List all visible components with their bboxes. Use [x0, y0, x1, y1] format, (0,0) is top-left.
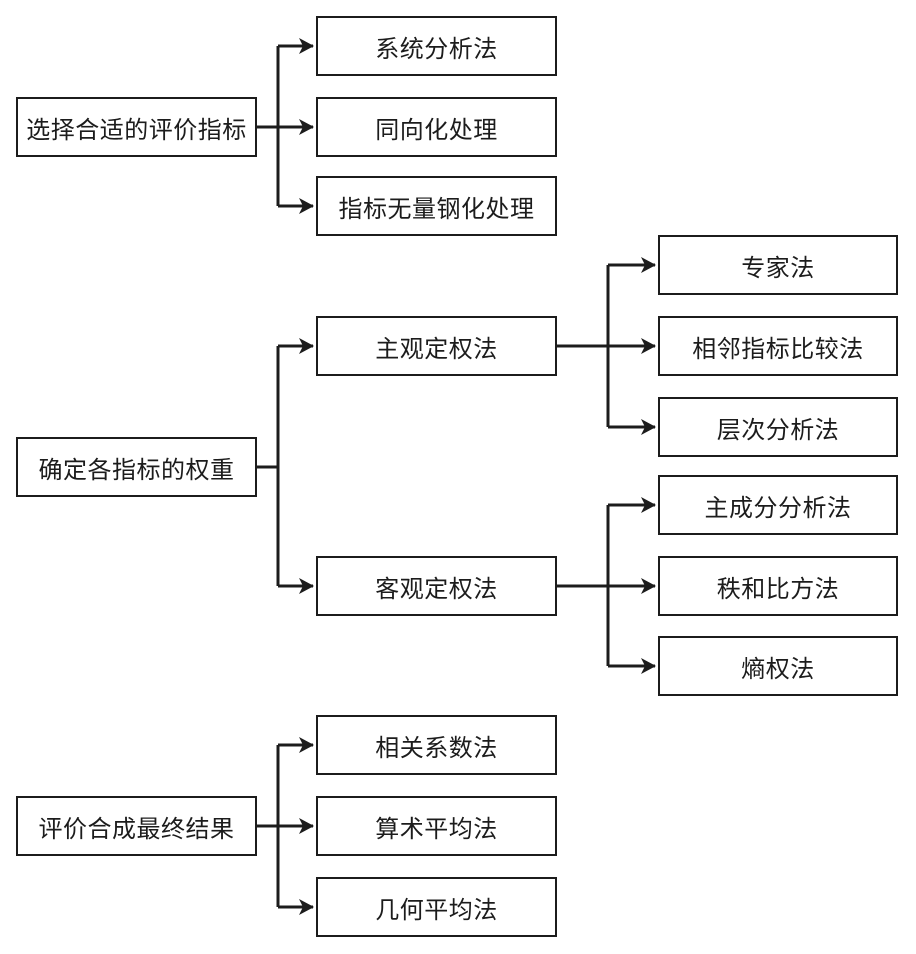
node-arithmetic-mean-method: 算术平均法 [316, 796, 557, 856]
node-codirectional-processing: 同向化处理 [316, 97, 557, 157]
node-ahp-method: 层次分析法 [658, 397, 898, 457]
node-objective-weighting-method: 客观定权法 [316, 556, 557, 616]
node-determine-indicator-weights: 确定各指标的权重 [16, 437, 257, 497]
node-expert-method: 专家法 [658, 235, 898, 295]
node-correlation-coefficient-method: 相关系数法 [316, 715, 557, 775]
node-adjacent-indicator-comparison-method: 相邻指标比较法 [658, 316, 898, 376]
node-pca-method: 主成分分析法 [658, 475, 898, 535]
node-evaluation-synthesis-final-result: 评价合成最终结果 [16, 796, 257, 856]
node-system-analysis-method: 系统分析法 [316, 16, 557, 76]
node-entropy-weight-method: 熵权法 [658, 636, 898, 696]
node-rank-sum-ratio-method: 秩和比方法 [658, 556, 898, 616]
node-geometric-mean-method: 几何平均法 [316, 877, 557, 937]
node-select-evaluation-indicators: 选择合适的评价指标 [16, 97, 257, 157]
node-indicator-dimensionless-processing: 指标无量钢化处理 [316, 176, 557, 236]
node-subjective-weighting-method: 主观定权法 [316, 316, 557, 376]
